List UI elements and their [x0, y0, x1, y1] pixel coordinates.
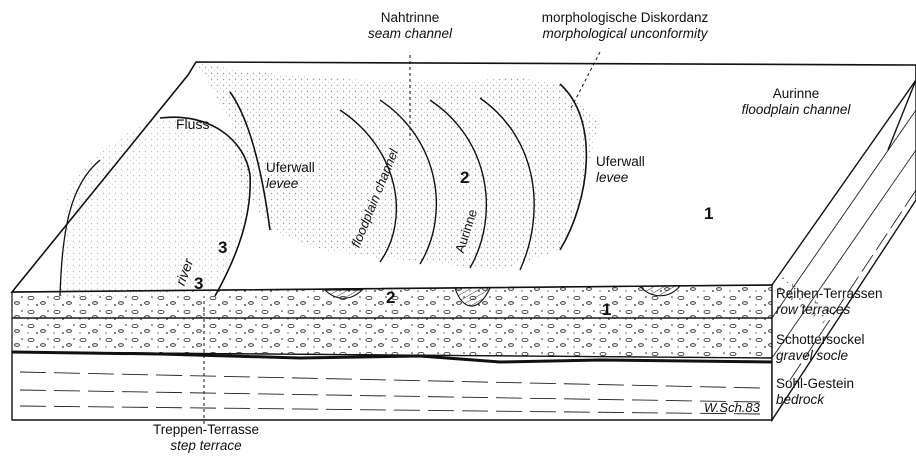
callout-treppen-en: step terrace — [136, 438, 276, 454]
number-surface-1: 1 — [704, 204, 713, 224]
callout-diskordanz: morphologische Diskordanz morphological … — [510, 10, 740, 42]
number-section-3: 3 — [194, 274, 203, 294]
legend-sohl: Sohl-Gestein bedrock — [776, 376, 854, 408]
callout-nahtrinne-de: Nahtrinne — [360, 10, 460, 26]
uferwall-left-en: levee — [266, 176, 315, 192]
number-surface-2: 2 — [460, 168, 469, 188]
label-fluss: Fluss — [176, 116, 209, 132]
uferwall-left-de: Uferwall — [266, 160, 315, 176]
legend-schotter-en: gravel socle — [776, 348, 865, 364]
legend-sohl-en: bedrock — [776, 392, 854, 408]
legend-schotter-de: Schottersockel — [776, 332, 865, 348]
legend-reihen-de: Reihen-Terrassen — [776, 286, 883, 302]
callout-diskordanz-de: morphologische Diskordanz — [510, 10, 740, 26]
uferwall-right-en: levee — [596, 170, 645, 186]
bedrock-layer — [12, 352, 772, 420]
label-uferwall-right: Uferwall levee — [596, 154, 645, 186]
legend-reihen: Reihen-Terrassen row terraces — [776, 286, 883, 318]
signature: W.Sch.83 — [704, 400, 760, 415]
legend-schotter: Schottersockel gravel socle — [776, 332, 865, 364]
legend-reihen-en: row terraces — [776, 302, 883, 318]
river-valley — [60, 116, 251, 296]
uferwall-right-de: Uferwall — [596, 154, 645, 170]
callout-treppen-de: Treppen-Terrasse — [136, 422, 276, 438]
callout-aurinne: Aurinne floodplain channel — [726, 86, 866, 118]
callout-nahtrinne: Nahtrinne seam channel — [360, 10, 460, 42]
callout-nahtrinne-en: seam channel — [360, 26, 460, 42]
callout-treppen: Treppen-Terrasse step terrace — [136, 422, 276, 454]
callout-aurinne-de: Aurinne — [726, 86, 866, 102]
label-uferwall-left: Uferwall levee — [266, 160, 315, 192]
legend-sohl-de: Sohl-Gestein — [776, 376, 854, 392]
number-surface-3: 3 — [218, 238, 227, 258]
number-section-2: 2 — [386, 288, 395, 308]
callout-diskordanz-en: morphological unconformity — [510, 26, 740, 42]
callout-aurinne-en: floodplain channel — [726, 102, 866, 118]
gravel-socle-layer — [12, 318, 772, 358]
number-section-1: 1 — [602, 300, 611, 320]
